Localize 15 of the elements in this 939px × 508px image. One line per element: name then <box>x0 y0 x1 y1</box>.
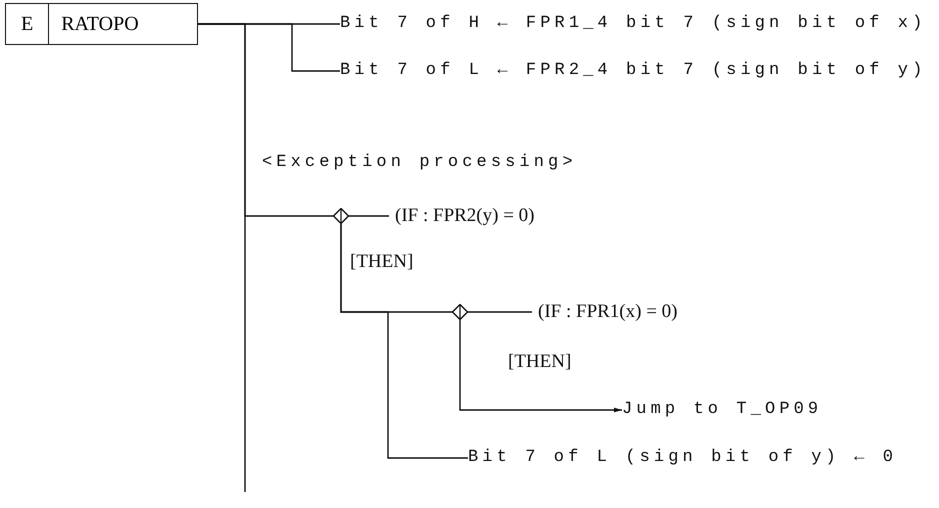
section-heading: <Exception processing> <box>262 153 577 173</box>
condition-text: (IF : FPR2(y) = 0) <box>395 205 535 227</box>
process-box <box>5 3 198 45</box>
box-label: E <box>6 4 50 44</box>
process-text: Bit 7 of H ← FPR1_4 bit 7 (sign bit of x) <box>340 14 936 34</box>
process-text: Bit 7 of L ← FPR2_4 bit 7 (sign bit of y) <box>340 61 936 81</box>
module-name: RATOPO <box>60 12 140 36</box>
branch-label: [THEN] <box>350 251 414 273</box>
condition-text: (IF : FPR1(x) = 0) <box>538 301 678 323</box>
trunk-line <box>198 23 246 492</box>
process-text: Bit 7 of L (sign bit of y) ← 0 <box>468 448 918 468</box>
connector-line <box>340 224 468 459</box>
branch-label: [THEN] <box>508 351 572 373</box>
arrow <box>459 320 622 412</box>
process-text: Jump to T_OP09 <box>622 400 852 420</box>
